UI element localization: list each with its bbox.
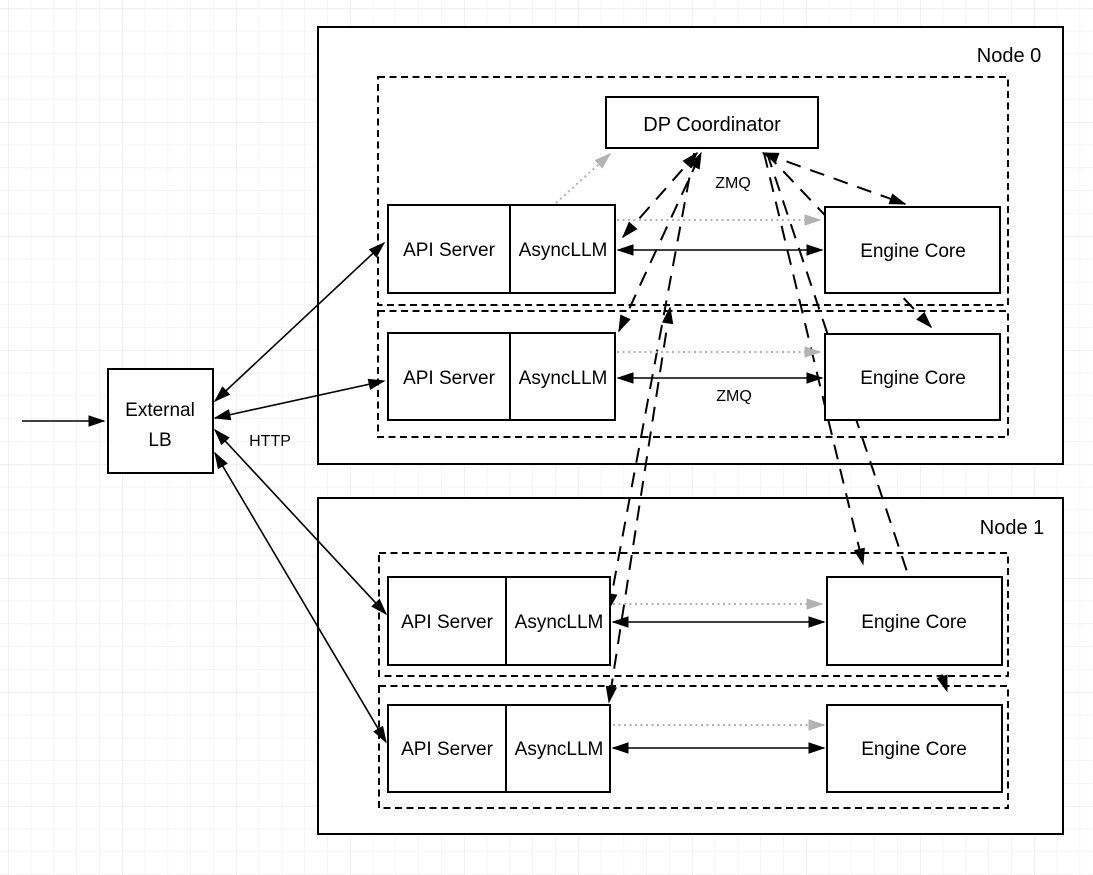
- engine-core-label-node1-row2: Engine Core: [861, 739, 967, 760]
- async-llm-label-node0-row1: AsyncLLM: [519, 240, 608, 261]
- edge-asyncllm1-coordinator-dotted: [555, 152, 612, 204]
- edge-lb-apiserver4: [214, 451, 387, 744]
- async-llm-label-node1-row2: AsyncLLM: [515, 739, 604, 760]
- api-server-label-node1-row1: API Server: [401, 612, 494, 633]
- edge-coordinator-engine4: [766, 152, 948, 693]
- http-edges: [22, 241, 388, 744]
- external-lb-label-line1: External: [125, 400, 195, 421]
- dp-coordinator-box: [605, 96, 819, 149]
- edge-lb-apiserver1: [213, 241, 386, 403]
- external-lb-box: [107, 368, 214, 474]
- external-lb-label-line2: LB: [148, 430, 171, 451]
- http-label: HTTP: [249, 433, 291, 450]
- edge-asyncllm2-coordinator: [618, 151, 702, 333]
- dotted-edges: [555, 152, 826, 731]
- node1-label: Node 1: [980, 517, 1045, 539]
- zmq-label-coordinator: ZMQ: [715, 175, 751, 192]
- api-server-box-node0-row2: [387, 332, 616, 421]
- engine-core-box-node1-row1: [826, 576, 1003, 666]
- api-server-label-node1-row2: API Server: [401, 739, 494, 760]
- engine-core-label-node1-row1: Engine Core: [861, 612, 967, 633]
- edge-lb-apiserver2: [213, 378, 386, 421]
- api-server-label-node0-row2: API Server: [403, 368, 496, 389]
- dp-coordinator-label: DP Coordinator: [643, 114, 781, 136]
- edge-coordinator-engine3: [763, 152, 865, 566]
- async-llm-label-node0-row2: AsyncLLM: [519, 368, 608, 389]
- engine-core-label-node0-row2: Engine Core: [860, 368, 966, 389]
- api-server-box-node1-row1: [387, 576, 611, 666]
- api-server-label-node0-row1: API Server: [403, 240, 496, 261]
- zmq-edges: [611, 244, 826, 754]
- async-llm-label-node1-row1: AsyncLLM: [515, 612, 604, 633]
- edge-asyncllm4-coordinator: [605, 306, 674, 704]
- node0-label: Node 0: [977, 45, 1042, 67]
- engine-core-label-node0-row1: Engine Core: [860, 241, 966, 262]
- edge-coordinator-engine2: [765, 152, 933, 329]
- api-server-box-node1-row2: [387, 704, 611, 793]
- engine-core-box-node0-row1: [824, 206, 1001, 294]
- api-server-box-node0-row1: [387, 204, 616, 294]
- zmq-label-engine: ZMQ: [716, 388, 752, 405]
- engine-core-box-node0-row2: [824, 333, 1001, 421]
- engine-core-box-node1-row2: [826, 704, 1003, 793]
- edge-coordinator-engine1: [761, 152, 907, 205]
